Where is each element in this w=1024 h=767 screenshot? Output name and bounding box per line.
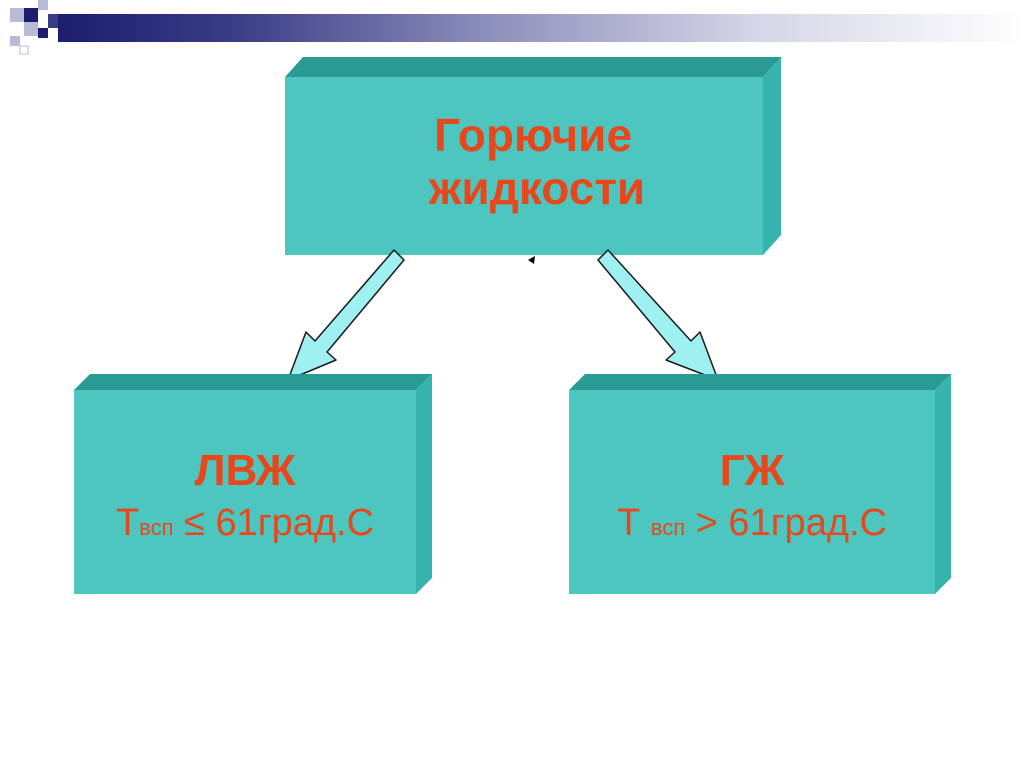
top-box-line1: Горючие: [433, 109, 633, 161]
arrow-to-gzh: [597, 249, 719, 381]
box-lvzh: ЛВЖ Твсп ≤ 61град.С: [74, 374, 432, 594]
box-gzh: ГЖ Т всп > 61град.С: [569, 374, 951, 594]
lvzh-formula-t: Т: [115, 502, 140, 544]
arrow-to-lvzh: [287, 249, 405, 381]
lvzh-formula-rest: ≤ 61град.С: [173, 502, 375, 544]
gzh-formula: Т всп > 61град.С: [569, 502, 935, 545]
lvzh-formula: Твсп ≤ 61град.С: [74, 502, 416, 545]
gzh-formula-sub: всп: [650, 515, 686, 540]
box-3d-shape: [285, 57, 781, 255]
gzh-formula-t: Т: [616, 502, 651, 544]
top-box-line2: жидкости: [428, 161, 646, 214]
small-marker-icon: [528, 256, 535, 264]
header-gradient-bar: [58, 14, 1024, 42]
lvzh-formula-sub: всп: [139, 515, 174, 540]
lvzh-title: ЛВЖ: [194, 446, 296, 495]
gzh-formula-rest: > 61град.С: [685, 502, 887, 544]
box-3d-shape: [74, 374, 432, 594]
gzh-title: ГЖ: [719, 446, 785, 495]
box-3d-shape: [569, 374, 951, 594]
box-flammable-liquids: Горючие жидкости: [285, 57, 781, 255]
